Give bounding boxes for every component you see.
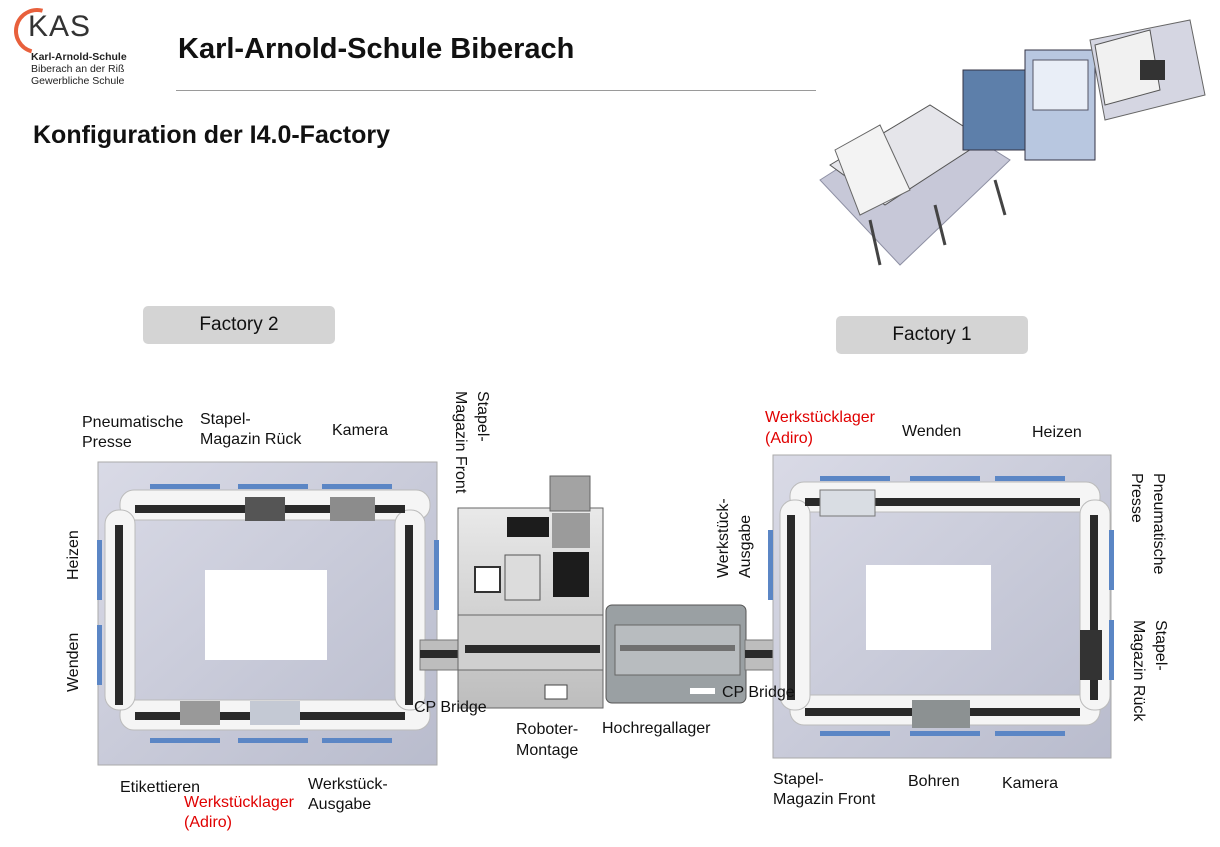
f2-label-adiro: (Adiro)	[184, 814, 233, 831]
f2-label-heizen: Heizen	[65, 530, 82, 580]
f2-label-kamera: Kamera	[332, 422, 389, 439]
roboter-montage-station	[457, 475, 604, 709]
f1-label-werkstuecklager: Werkstücklager	[765, 409, 875, 426]
f2-label-cp-bridge: CP Bridge	[414, 699, 487, 716]
f1-label-cp-bridge: CP Bridge	[722, 684, 795, 701]
f1-label-pneumatische: Pneumatische	[1150, 473, 1167, 575]
f1-label-ausgabe-2: Ausgabe	[737, 514, 754, 578]
f2-label-stapel-front-2: Magazin Front	[452, 391, 469, 494]
f1-label-stapel-front-1: Stapel-	[773, 771, 824, 788]
f1-label-presse: Presse	[1128, 473, 1145, 523]
factory-3d-render	[819, 19, 1206, 266]
f2-label-ausgabe-1: Werkstück-	[308, 776, 388, 793]
hochregallager-station	[605, 604, 747, 704]
f2-label-stapel-front-1: Stapel-	[474, 391, 491, 442]
label-montage: Montage	[516, 742, 579, 759]
factory2-platform	[97, 461, 439, 766]
f2-label-werkstuecklager: Werkstücklager	[184, 794, 294, 811]
label-hochregallager: Hochregallager	[602, 720, 711, 737]
f1-label-stapel-rueck-2: Magazin Rück	[1130, 620, 1147, 722]
f1-label-bohren: Bohren	[908, 773, 960, 790]
f2-label-etikettieren: Etikettieren	[120, 779, 201, 796]
logo-mark: KAS	[28, 10, 92, 43]
f1-label-stapel-rueck-1: Stapel-	[1152, 620, 1169, 671]
f1-label-stapel-front-2: Magazin Front	[773, 791, 876, 808]
logo-line2: Biberach an der Riß	[31, 63, 125, 75]
f1-label-wenden: Wenden	[902, 423, 962, 440]
f1-label-ausgabe-1: Werkstück-	[715, 498, 732, 578]
factory2-button[interactable]: Factory 2	[143, 306, 335, 344]
f2-label-stapel-rueck-1: Stapel-	[200, 411, 251, 428]
f2-label-wenden: Wenden	[65, 632, 82, 692]
slide-title: Konfiguration der I4.0-Factory	[33, 121, 390, 149]
factory1-platform	[768, 454, 1114, 759]
f2-label-stapel-rueck-2: Magazin Rück	[200, 431, 302, 448]
school-title: Karl-Arnold-Schule Biberach	[178, 33, 575, 65]
f1-label-adiro: (Adiro)	[765, 430, 814, 447]
logo-name: Karl-Arnold-Schule	[31, 51, 127, 63]
f2-label-presse: Presse	[82, 434, 132, 451]
header-divider	[176, 90, 816, 91]
label-roboter: Roboter-	[516, 721, 579, 738]
f2-label-ausgabe-2: Ausgabe	[308, 796, 372, 813]
f1-label-kamera: Kamera	[1002, 775, 1059, 792]
f1-label-heizen: Heizen	[1032, 424, 1082, 441]
factory1-button[interactable]: Factory 1	[836, 316, 1028, 354]
logo-line3: Gewerbliche Schule	[31, 75, 125, 87]
f2-label-pneumatische: Pneumatische	[82, 414, 184, 431]
